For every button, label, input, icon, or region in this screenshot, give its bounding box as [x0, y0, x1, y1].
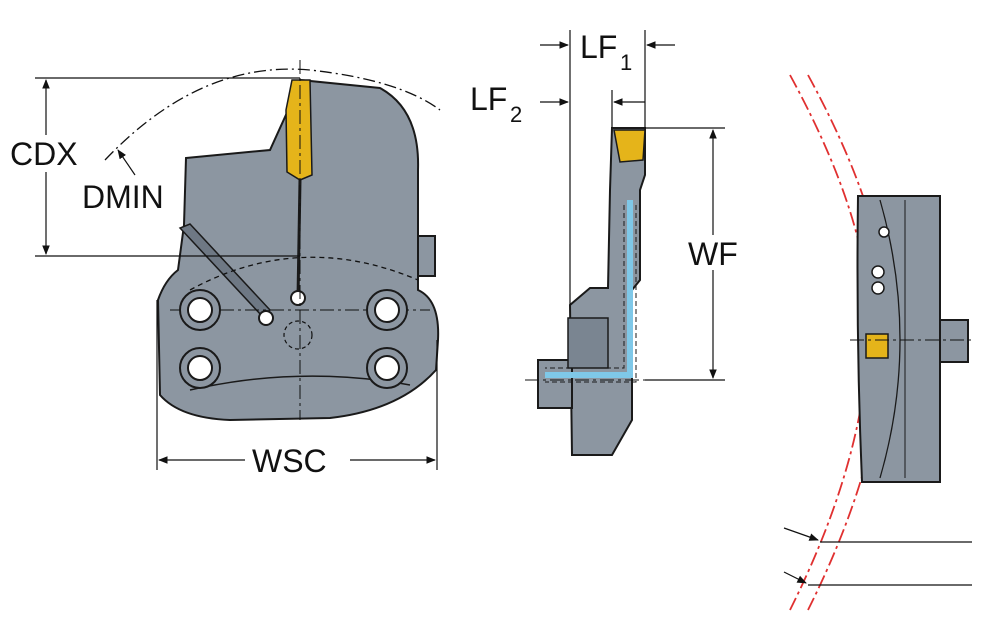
cutting-insert: [285, 79, 313, 181]
bolt-hole-bl: [179, 347, 221, 389]
side-body: [568, 127, 646, 456]
dmin-leader: [117, 149, 136, 176]
wall-arrow-2: [783, 571, 807, 584]
top-insert: [865, 333, 889, 359]
bolt-hole-br: [366, 347, 408, 389]
workpiece-curve-outer: [789, 74, 871, 611]
side-boss: [417, 235, 436, 277]
lf2-label: LF: [470, 81, 507, 117]
lf2-subscript: 2: [510, 102, 522, 127]
top-hole-2: [871, 281, 885, 295]
coolant-hole-lower: [258, 310, 274, 326]
dmin-label: DMIN: [82, 179, 164, 215]
side-insert: [613, 129, 646, 163]
center-hidden-circle: [283, 320, 313, 350]
wall-arrow-1: [783, 527, 819, 541]
bolt-hole-tr: [366, 289, 408, 331]
side-shank: [537, 359, 573, 409]
top-body-inner: [879, 199, 901, 479]
top-hole-1: [871, 265, 885, 279]
top-hole-3: [878, 226, 890, 238]
coolant-channel: [545, 200, 633, 378]
blade-slit: [296, 179, 302, 299]
workpiece-curve-inner: [807, 74, 889, 611]
side-shank-step: [567, 317, 609, 369]
wsc-label: WSC: [252, 443, 327, 479]
front-view: CDX DMIN WSC: [10, 60, 441, 479]
cdx-label: CDX: [10, 136, 78, 172]
side-view: LF 1 LF 2 WF: [470, 29, 738, 456]
hidden-outline: [189, 256, 419, 291]
bolt-hole-tl: [179, 289, 221, 331]
lf1-label: LF: [580, 29, 617, 65]
coolant-channel-edge: [545, 205, 637, 383]
wf-label: WF: [688, 236, 738, 272]
lf1-subscript: 1: [620, 50, 632, 75]
coolant-hole-upper: [290, 290, 306, 306]
workpiece-view: [783, 74, 975, 611]
top-side-boss: [939, 319, 969, 363]
dmin-arc: [104, 68, 441, 161]
